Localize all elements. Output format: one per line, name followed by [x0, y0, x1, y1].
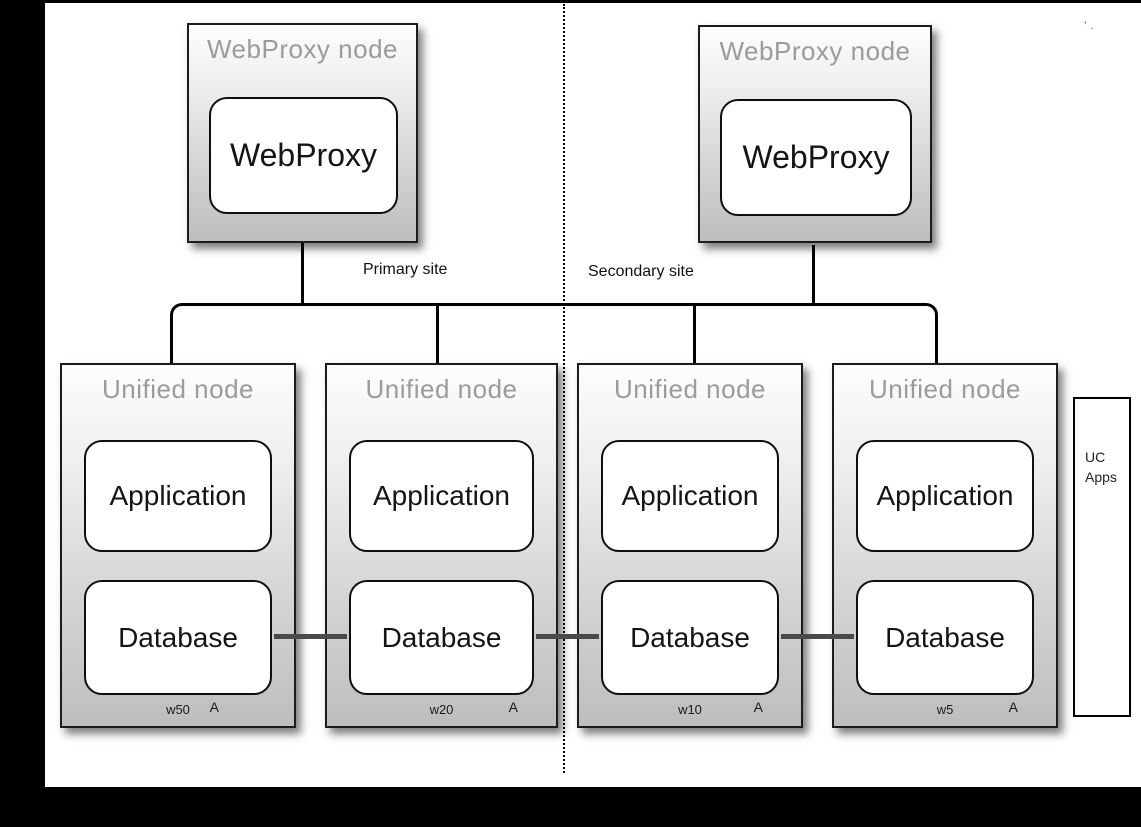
node-footer: w10 A [579, 699, 801, 720]
weight-label: w5 [936, 702, 954, 717]
bus-line [170, 303, 938, 363]
application-label: Application [373, 480, 510, 511]
node-footer: w20 A [327, 699, 556, 720]
node-footer: w50 A [62, 699, 294, 720]
database-box: Database [84, 580, 272, 695]
database-box: Database [601, 580, 779, 695]
node-title: Unified node [365, 374, 518, 404]
unified-node-4: Unified node Application Database w5 A [832, 363, 1058, 728]
application-label: Application [109, 480, 247, 511]
database-label: Database [885, 621, 1005, 653]
marker-label: A [753, 699, 763, 715]
node-title: WebProxy node [719, 36, 911, 66]
application-label: Application [621, 480, 759, 511]
connector-webproxy2 [812, 245, 815, 305]
node-title: Unified node [869, 374, 1021, 404]
node-title: Unified node [614, 374, 766, 404]
marker-label: A [1008, 699, 1018, 715]
weight-label: w50 [166, 702, 190, 717]
connector-drop-node2 [436, 306, 439, 363]
db-link-2-3 [536, 634, 599, 639]
db-link-3-4 [781, 634, 854, 639]
database-label: Database [118, 621, 238, 653]
webproxy-node-primary: WebProxy node WebProxy [187, 23, 418, 243]
database-box: Database [349, 580, 534, 695]
node-footer: w5 A [834, 699, 1056, 720]
primary-site-label: Primary site [363, 261, 448, 278]
stray-marks: ’. [1084, 20, 1098, 32]
application-box: Application [856, 440, 1034, 552]
database-box: Database [856, 580, 1034, 695]
application-box: Application [84, 440, 272, 552]
db-link-1-2 [274, 634, 347, 639]
webproxy-node-secondary: WebProxy node WebProxy [698, 25, 932, 243]
marker-label: A [508, 699, 518, 715]
database-label: Database [630, 621, 750, 653]
webproxy-label: WebProxy [229, 137, 377, 173]
uc-apps-box: UC Apps [1073, 397, 1131, 717]
secondary-site-label: Secondary site [588, 263, 694, 280]
connector-drop-node3 [693, 306, 696, 363]
application-box: Application [349, 440, 534, 552]
unified-node-2: Unified node Application Database w20 A [325, 363, 558, 728]
unified-node-1: Unified node Application Database w50 A [60, 363, 296, 728]
node-title: Unified node [102, 374, 254, 404]
database-label: Database [381, 621, 502, 653]
unified-node-3: Unified node Application Database w10 A [577, 363, 803, 728]
webproxy-label: WebProxy [742, 139, 890, 175]
application-label: Application [876, 480, 1014, 511]
webproxy-box: WebProxy [209, 97, 398, 214]
weight-label: w10 [678, 702, 702, 717]
uc-apps-label-line2: Apps [1085, 469, 1117, 485]
application-box: Application [601, 440, 779, 552]
uc-apps-label-line1: UC [1085, 449, 1106, 465]
webproxy-box: WebProxy [720, 99, 912, 216]
weight-label: w20 [429, 702, 454, 717]
connector-webproxy1 [301, 243, 304, 305]
site-divider-dotted-line [563, 4, 565, 773]
marker-label: A [209, 699, 219, 715]
node-title: WebProxy node [206, 34, 398, 64]
